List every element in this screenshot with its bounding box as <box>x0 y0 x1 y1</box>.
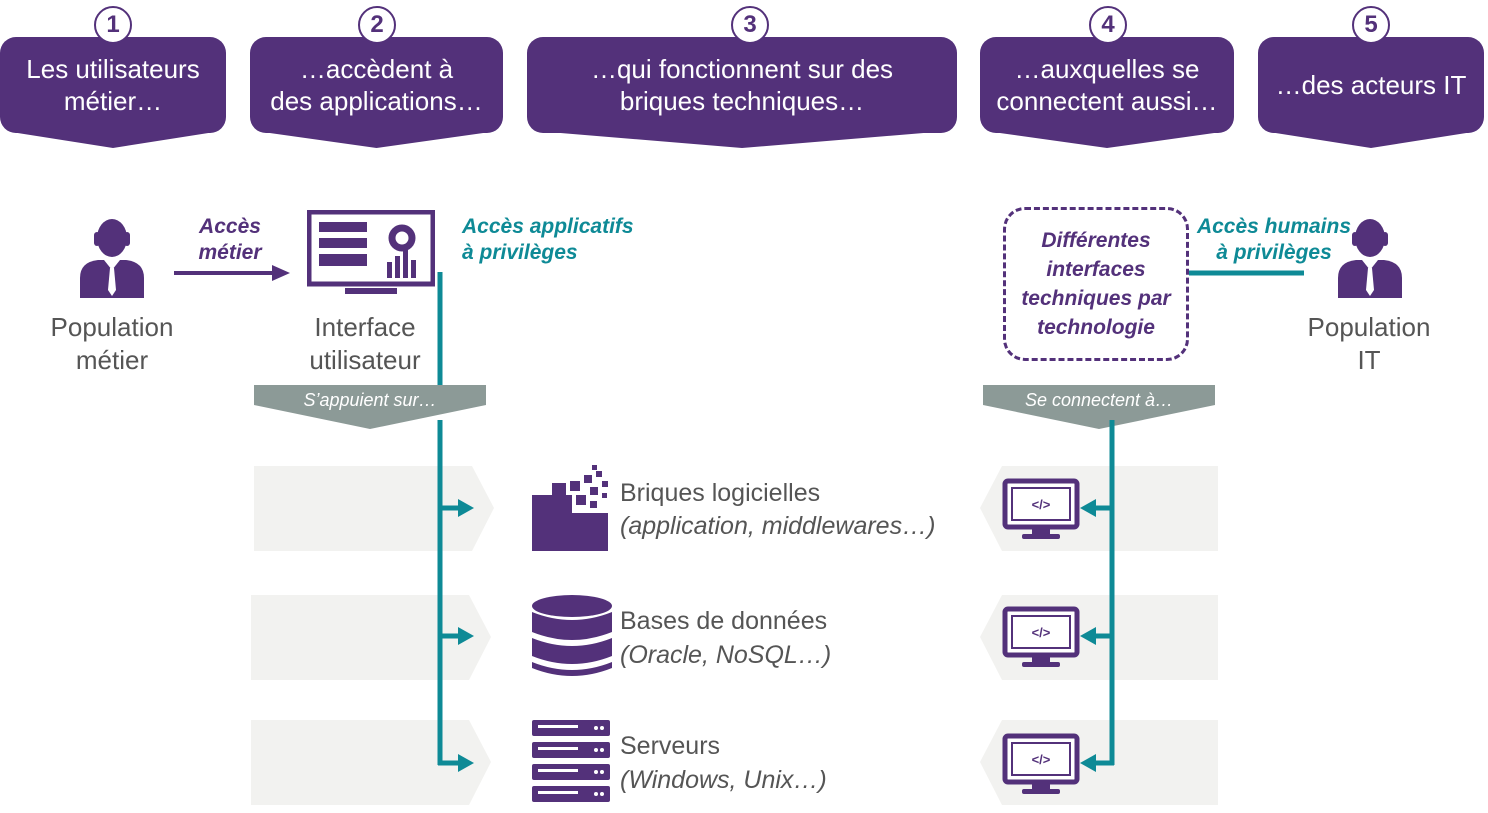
step-arrow <box>250 132 503 148</box>
terminal-glyph: </> <box>1032 752 1051 767</box>
terminal-icon: </> <box>1002 478 1080 545</box>
user-interface-icon <box>306 209 436 303</box>
relies-on-funnel <box>254 385 486 434</box>
terminal-glyph: </> <box>1032 497 1051 512</box>
app-privileged-line2: à privilèges <box>462 241 578 264</box>
business-access-label: Accès métier <box>180 214 280 266</box>
database-title: Bases de données <box>620 607 828 635</box>
database-subtitle: (Oracle, NoSQL…) <box>620 641 832 669</box>
terminal-icon: </> <box>1002 733 1080 800</box>
step-text: Les utilisateurs métier… <box>26 54 200 116</box>
software-subtitle: (application, middlewares…) <box>620 512 936 540</box>
user-interface-label: Interface utilisateur <box>309 312 421 375</box>
business-user-icon <box>76 212 148 303</box>
step-text: …des acteurs IT <box>1275 70 1467 100</box>
step-box: …des acteurs IT <box>1258 37 1484 133</box>
step-box: …accèdent à des applications… <box>250 37 503 133</box>
step-text: …qui fonctionnent sur des briques techni… <box>590 54 894 116</box>
step-box: …auxquelles se connectent aussi… <box>980 37 1234 133</box>
servers-subtitle: (Windows, Unix…) <box>620 766 827 794</box>
step-box: …qui fonctionnent sur des briques techni… <box>527 37 957 133</box>
terminal-glyph: </> <box>1032 625 1051 640</box>
step-number: 5 <box>1352 6 1390 44</box>
business-access-line2: métier <box>198 241 262 264</box>
step-arrow <box>527 132 957 148</box>
app-privileged-line1: Accès applicatifs <box>462 215 634 238</box>
servers-title: Serveurs <box>620 732 721 760</box>
business-population-label: Population métier <box>50 312 174 375</box>
servers-icon <box>530 720 614 811</box>
human-privileged-access-label: Accès humains à privilèges <box>1196 214 1352 266</box>
business-access-arrow <box>174 263 290 288</box>
resource-band-left-2 <box>251 595 491 685</box>
connect-to-funnel <box>983 385 1215 434</box>
step-arrow <box>0 132 226 148</box>
resource-band-left-1 <box>254 466 494 556</box>
step-text: …accèdent à des applications… <box>270 54 483 116</box>
step-number: 1 <box>94 6 132 44</box>
human-privileged-line1: Accès humains <box>1196 215 1352 238</box>
resource-band-left-3 <box>251 720 491 810</box>
step-number: 2 <box>358 6 396 44</box>
relies-on-label: S’appuient sur… <box>303 390 437 410</box>
technical-interfaces-box: Différentes interfaces techniques par te… <box>1003 207 1189 361</box>
it-population-label: Population IT <box>1307 312 1431 375</box>
business-access-line1: Accès <box>199 215 261 238</box>
step-number: 3 <box>731 6 769 44</box>
app-privileged-access-label: Accès applicatifs à privilèges <box>462 214 634 266</box>
software-blocks-icon <box>530 465 614 556</box>
step-number: 4 <box>1089 6 1127 44</box>
database-icon <box>530 594 614 685</box>
technical-interfaces-text: Différentes interfaces techniques par te… <box>1021 229 1171 339</box>
terminal-icon: </> <box>1002 606 1080 673</box>
step-box: Les utilisateurs métier… <box>0 37 226 133</box>
step-text: …auxquelles se connectent aussi… <box>996 54 1218 116</box>
step-arrow <box>980 132 1234 148</box>
connect-to-label: Se connectent à… <box>1024 390 1174 410</box>
human-privileged-line2: à privilèges <box>1216 241 1332 264</box>
software-title: Briques logicielles <box>620 479 821 507</box>
it-user-icon <box>1334 212 1406 303</box>
step-arrow <box>1258 132 1484 148</box>
